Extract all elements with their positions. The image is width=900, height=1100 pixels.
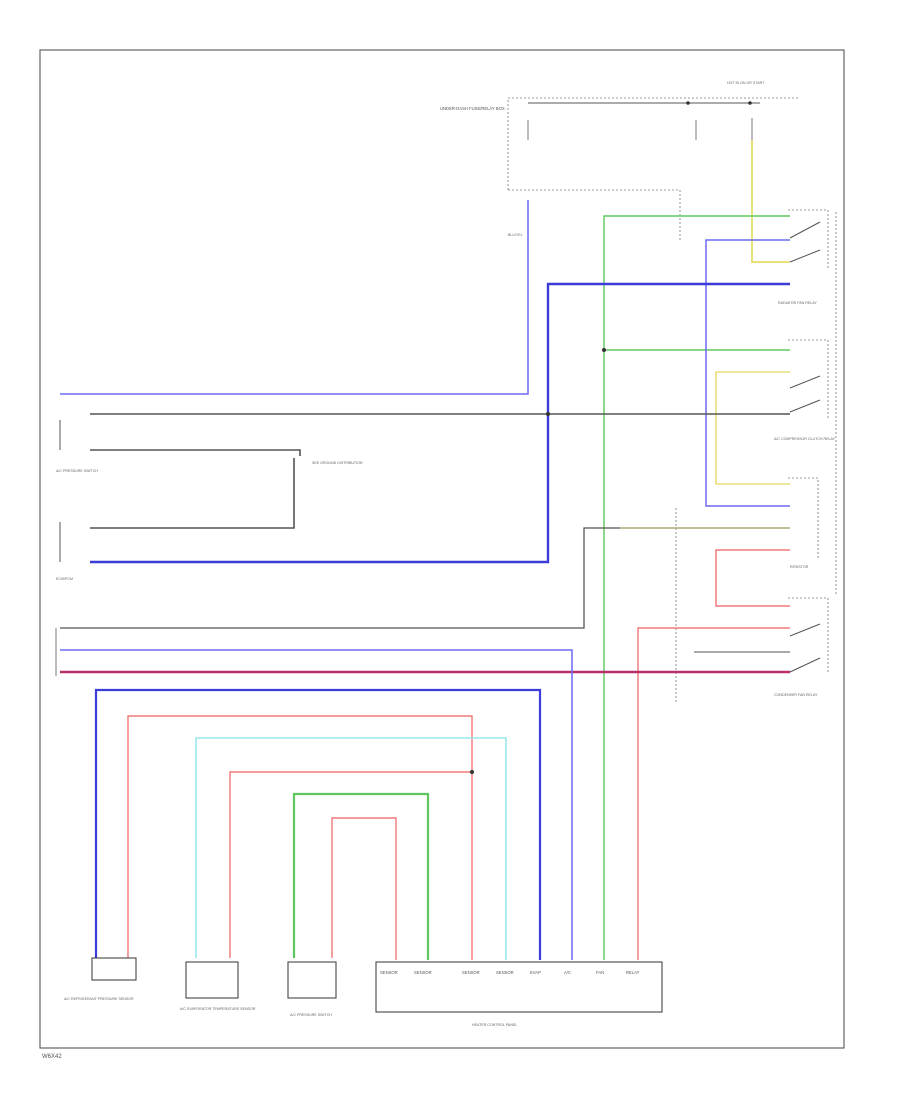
wire-pink-sensor2	[229, 771, 472, 958]
fan-relay-label: RADIATOR FAN RELAY	[778, 301, 817, 305]
sensor-2-label: A/C EVAPORATOR TEMPERATURE SENSOR	[180, 1007, 256, 1011]
fuse-box-label: UNDER-DASH FUSE/RELAY BOX	[440, 106, 505, 111]
sensor-refrigerant: A/C REFRIGERANT PRESSURE SENSOR	[64, 957, 137, 1001]
wire-pink-sensor3	[331, 817, 397, 960]
pin-label-6: A/C	[564, 970, 571, 975]
sensor-evaporator: A/C EVAPORATOR TEMPERATURE SENSOR	[180, 961, 256, 1011]
radiator-fan-relay: RADIATOR FAN RELAY	[778, 209, 829, 305]
pin-label-3: SENSOR	[462, 970, 480, 975]
sensor-1-label: A/C REFRIGERANT PRESSURE SENSOR	[64, 997, 134, 1001]
diagram-frame	[39, 49, 845, 1049]
wire-pink-relay	[715, 549, 790, 607]
left-connectors: A/C PRESSURE SWITCH ECM/PCM SEE GROUND D…	[55, 420, 363, 676]
junction-green	[602, 348, 606, 352]
ground-note: SEE GROUND DISTRIBUTION	[312, 461, 363, 465]
sensor-pressure-switch: A/C PRESSURE SWITCH	[287, 961, 337, 1017]
resistor-block: RESISTOR	[788, 477, 819, 569]
pin-label-2: SENSOR	[414, 970, 432, 975]
pin-label-7: FAN	[596, 970, 604, 975]
wire-blue-top	[60, 200, 529, 395]
wire-green-main	[603, 215, 790, 960]
condenser-relay-label: CONDENSER FAN RELAY	[774, 693, 818, 697]
wire-blue-long	[60, 649, 573, 960]
wire-blue-right	[705, 239, 790, 507]
wire-yellow-resistor	[715, 371, 790, 485]
compressor-relay-label: A/C COMPRESSOR CLUTCH RELAY	[774, 437, 836, 441]
wire-pink-down	[637, 627, 790, 960]
condenser-fan-relay: CONDENSER FAN RELAY	[774, 597, 829, 697]
wire-yellow-feed	[751, 140, 790, 263]
module-label: HEATER CONTROL PANEL	[472, 1023, 517, 1027]
wire-black-3	[90, 458, 295, 529]
wire-darkblue-bottom	[94, 688, 542, 960]
resistor-label: RESISTOR	[790, 565, 809, 569]
pressure-switch-label: A/C PRESSURE SWITCH	[56, 469, 98, 473]
fuse-relay-box: UNDER-DASH FUSE/RELAY BOX HOT IN ON OR S…	[440, 81, 800, 240]
wire-green-sensor3	[292, 792, 430, 960]
wire-cyan	[195, 737, 507, 960]
heater-control-panel: SENSOR SENSOR SENSOR SENSOR EVAP A/C FAN…	[375, 961, 663, 1027]
wire-black-2	[90, 449, 301, 456]
pin-label-1: SENSOR	[380, 970, 398, 975]
ecm-label: ECM/PCM	[56, 577, 73, 581]
wire-black-4	[60, 527, 790, 629]
hot-feed-label: HOT IN ON OR START	[727, 81, 765, 85]
wire-darkblue-ecm	[90, 282, 790, 564]
wire-pink-sensor1	[127, 715, 473, 960]
diagram-id: W6X42	[42, 1054, 62, 1060]
pin-label-4: SENSOR	[496, 970, 514, 975]
pin-label-8: RELAY	[626, 970, 640, 975]
compressor-clutch-relay: A/C COMPRESSOR CLUTCH RELAY	[774, 339, 836, 441]
pin-label-5: EVAP	[530, 970, 541, 975]
wire-tag-top: BLU/YEL	[508, 233, 523, 237]
sensor-3-label: A/C PRESSURE SWITCH	[290, 1013, 332, 1017]
